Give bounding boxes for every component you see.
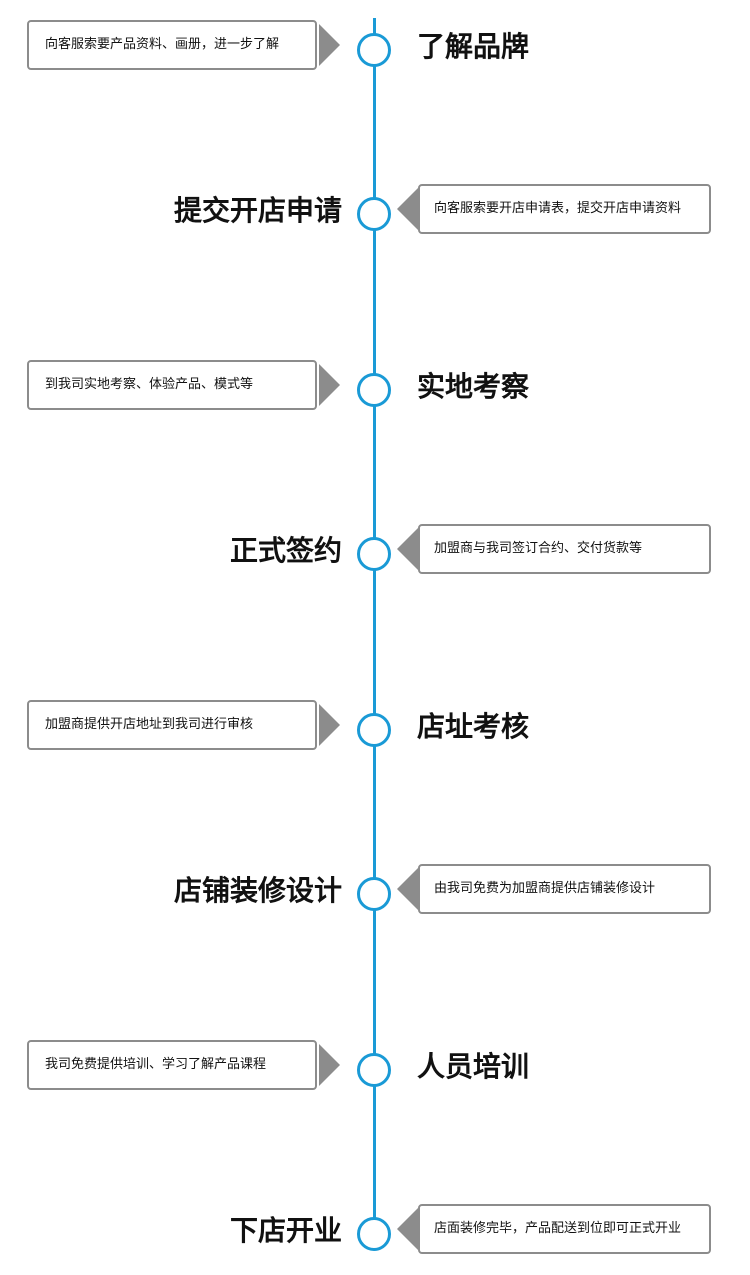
timeline-step-8: 下店开业 店面装修完毕，产品配送到位即可正式开业 — [0, 1204, 750, 1264]
timeline-node — [357, 1053, 391, 1087]
timeline-node — [357, 537, 391, 571]
timeline-step-3: 到我司实地考察、体验产品、模式等 实地考察 — [0, 360, 750, 420]
timeline-step-4: 正式签约 加盟商与我司签订合约、交付货款等 — [0, 524, 750, 584]
card-pointer-arrow — [319, 704, 340, 746]
card-pointer-arrow — [397, 868, 418, 910]
step-title: 了解品牌 — [417, 30, 530, 63]
timeline-step-6: 店铺装修设计 由我司免费为加盟商提供店铺装修设计 — [0, 864, 750, 924]
card-pointer-arrow — [319, 1044, 340, 1086]
card-pointer-arrow — [397, 1208, 418, 1250]
step-description-card: 加盟商与我司签订合约、交付货款等 — [418, 524, 711, 574]
step-title: 正式签约 — [229, 534, 342, 567]
timeline-line — [373, 18, 376, 1236]
step-title: 实地考察 — [417, 370, 530, 403]
step-description-card: 到我司实地考察、体验产品、模式等 — [27, 360, 317, 410]
step-title: 下店开业 — [229, 1214, 342, 1247]
step-title: 人员培训 — [417, 1050, 530, 1083]
step-title: 提交开店申请 — [173, 194, 342, 227]
card-pointer-arrow — [319, 364, 340, 406]
timeline-node — [357, 713, 391, 747]
step-description-card: 店面装修完毕，产品配送到位即可正式开业 — [418, 1204, 711, 1254]
timeline-node — [357, 1217, 391, 1251]
timeline-step-2: 提交开店申请 向客服索要开店申请表，提交开店申请资料 — [0, 184, 750, 244]
timeline-node — [357, 197, 391, 231]
step-description-card: 向客服索要开店申请表，提交开店申请资料 — [418, 184, 711, 234]
card-pointer-arrow — [319, 24, 340, 66]
step-title: 店铺装修设计 — [173, 874, 342, 907]
card-pointer-arrow — [397, 188, 418, 230]
step-description-card: 由我司免费为加盟商提供店铺装修设计 — [418, 864, 711, 914]
timeline-node — [357, 877, 391, 911]
step-description-card: 向客服索要产品资料、画册，进一步了解 — [27, 20, 317, 70]
card-pointer-arrow — [397, 528, 418, 570]
step-description-card: 加盟商提供开店地址到我司进行审核 — [27, 700, 317, 750]
timeline-step-7: 我司免费提供培训、学习了解产品课程 人员培训 — [0, 1040, 750, 1100]
step-title: 店址考核 — [417, 710, 530, 743]
timeline-step-5: 加盟商提供开店地址到我司进行审核 店址考核 — [0, 700, 750, 760]
step-description-card: 我司免费提供培训、学习了解产品课程 — [27, 1040, 317, 1090]
timeline-node — [357, 373, 391, 407]
timeline-node — [357, 33, 391, 67]
timeline-step-1: 向客服索要产品资料、画册，进一步了解 了解品牌 — [0, 20, 750, 80]
